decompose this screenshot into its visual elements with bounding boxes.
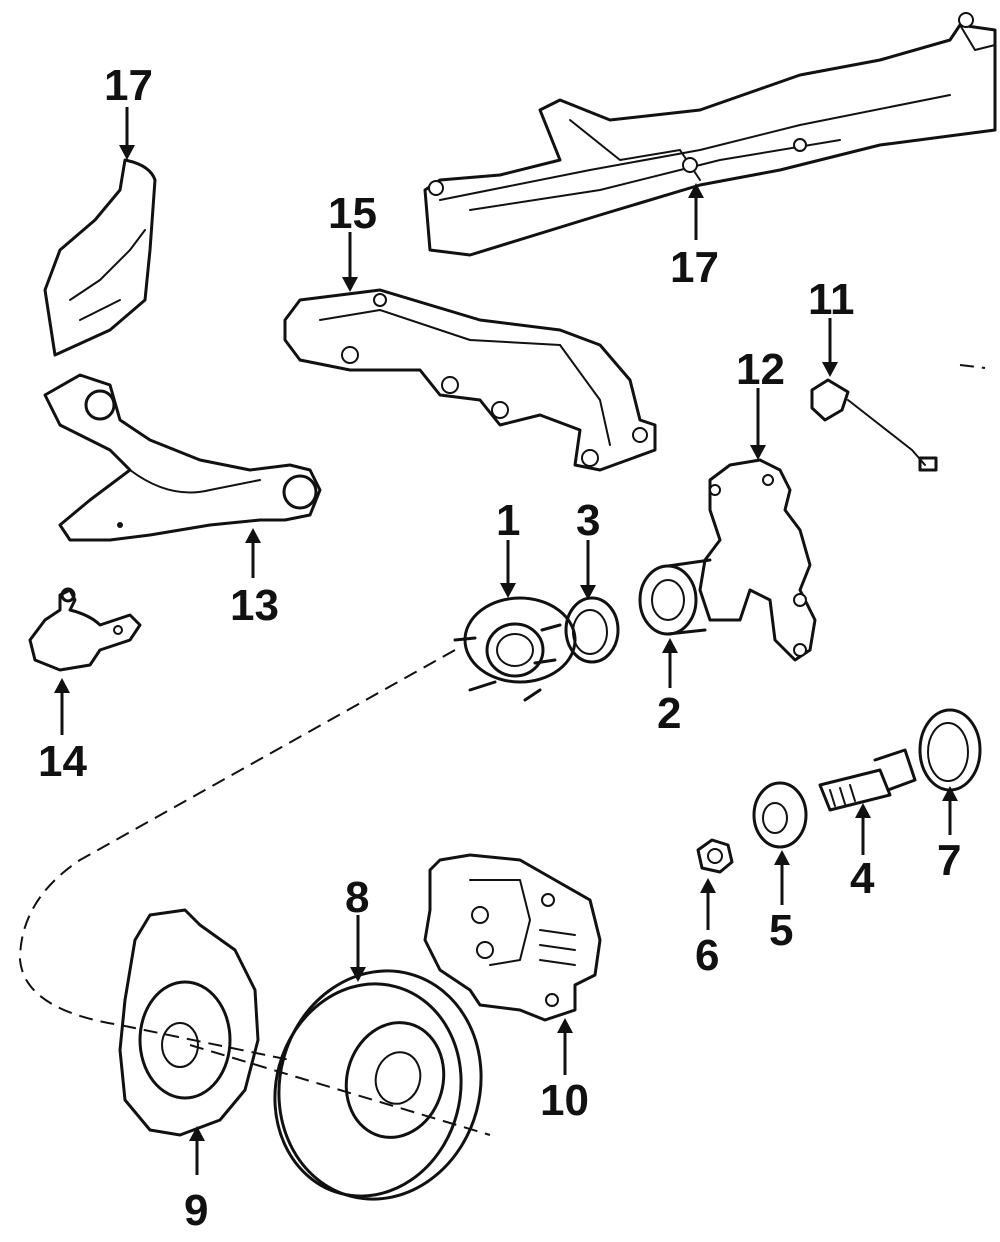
label-15: 15	[328, 189, 377, 238]
label-3: 3	[576, 496, 600, 545]
part-16-splash-shield	[43, 158, 157, 357]
label-17: 17	[670, 243, 719, 292]
part-3-seal	[564, 596, 620, 664]
label-4: 4	[850, 854, 875, 903]
part-7-tone-ring	[918, 708, 982, 792]
callout-16: 17	[104, 61, 153, 110]
label-7: 7	[937, 836, 961, 885]
label-12: 12	[736, 345, 785, 394]
leaders	[54, 107, 958, 1175]
label-6: 6	[695, 931, 719, 980]
label-1: 1	[496, 496, 520, 545]
part-9-backing-plate	[118, 908, 260, 1137]
label-11: 11	[808, 275, 855, 324]
part-15-subframe-bracket	[283, 288, 657, 472]
part-6-nut	[696, 838, 734, 874]
callouts: 17 17 15 11 12 13 14 1 3 2 7 4 5 6 8 10 …	[38, 61, 961, 1235]
label-10: 10	[540, 1076, 589, 1125]
label-2: 2	[657, 689, 681, 738]
part-17-crossmember	[423, 12, 997, 257]
label-5: 5	[769, 906, 793, 955]
part-5-gear	[752, 781, 808, 849]
label-8: 8	[345, 873, 369, 922]
part-14-ball-joint	[28, 587, 142, 672]
part-10-caliper	[423, 853, 602, 1022]
part-13-control-arm	[43, 373, 322, 542]
part-1-hub	[453, 596, 577, 702]
part-2-bearing	[638, 558, 712, 636]
part-11-sensor	[810, 378, 938, 472]
label-13: 13	[230, 581, 279, 630]
label-9: 9	[184, 1186, 208, 1235]
reference-lines	[18, 364, 986, 1136]
part-12-knuckle	[698, 458, 817, 662]
label-14: 14	[38, 737, 87, 786]
part-4-bolt	[818, 748, 917, 812]
